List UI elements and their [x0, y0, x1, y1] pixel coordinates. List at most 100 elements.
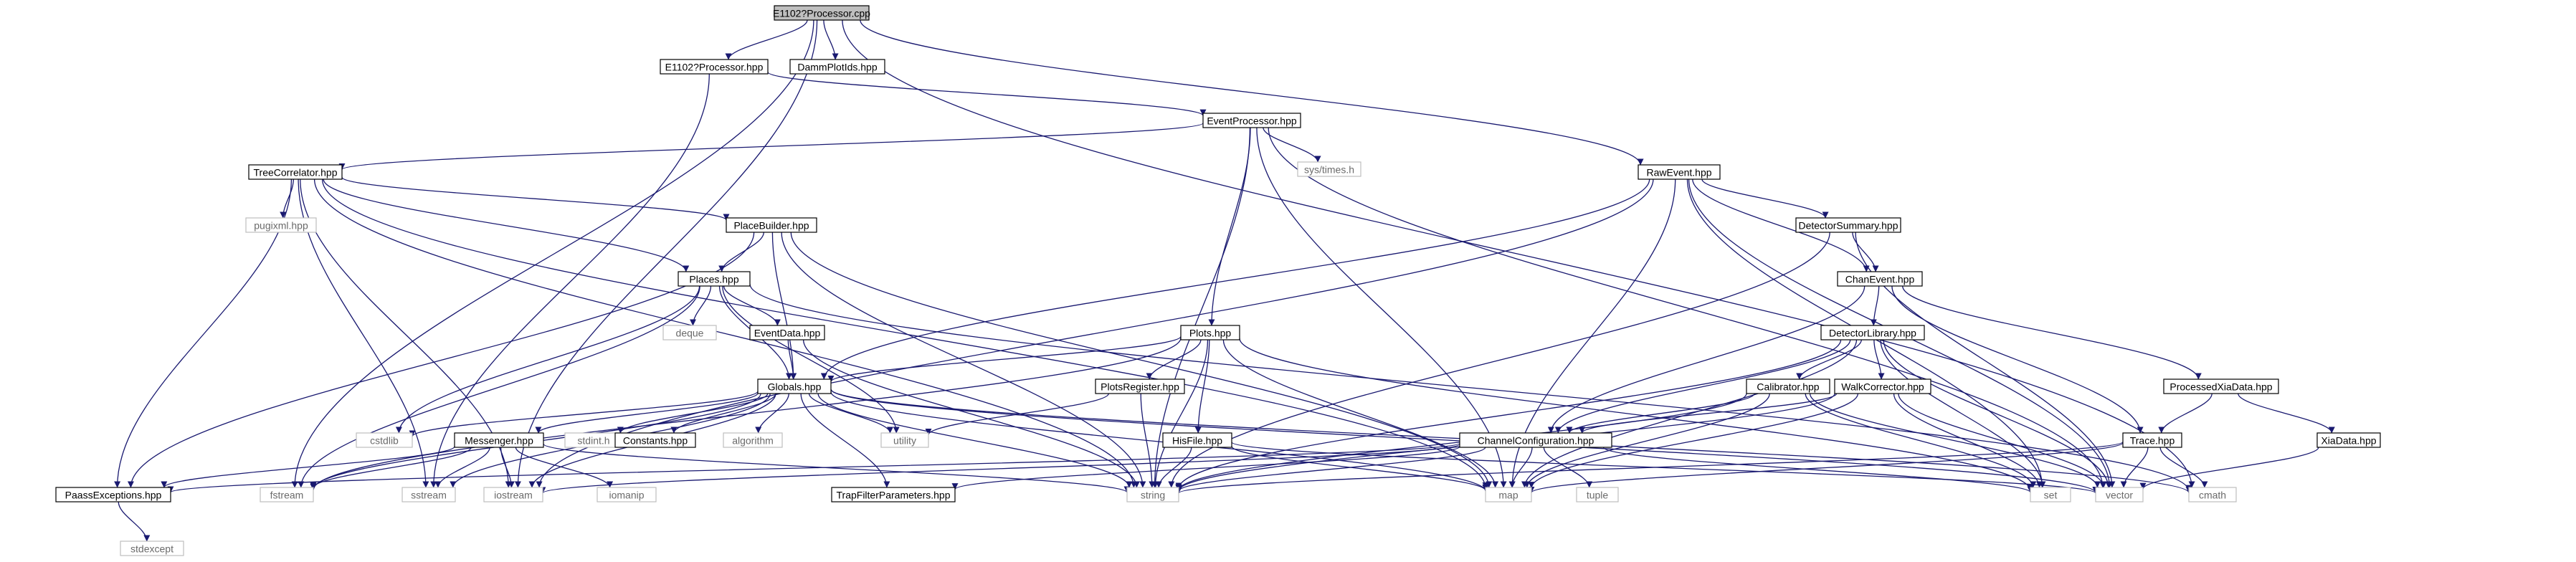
node-iostream: iostream — [483, 487, 543, 503]
edge-detsummary-to-string — [1168, 232, 1830, 488]
edge-placebuilder-to-string — [781, 232, 1146, 488]
node-damm[interactable]: DammPlotIds.hpp — [789, 59, 885, 75]
node-detlibrary[interactable]: DetectorLibrary.hpp — [1820, 325, 1925, 340]
node-eventdata[interactable]: EventData.hpp — [749, 325, 825, 340]
node-hisfile[interactable]: HisFile.hpp — [1162, 432, 1232, 448]
node-plots[interactable]: Plots.hpp — [1180, 325, 1240, 340]
edge-e1102hpp-to-sstream — [430, 73, 710, 488]
node-placebuilder[interactable]: PlaceBuilder.hpp — [726, 217, 817, 233]
node-e1102hpp[interactable]: E1102?Processor.hpp — [660, 59, 769, 75]
edge-calibrator-to-map — [1524, 393, 1770, 488]
node-procxia[interactable]: ProcessedXiaData.hpp — [2163, 378, 2279, 394]
node-systimes: sys/times.h — [1297, 161, 1361, 177]
node-box-tracehpp — [2122, 432, 2182, 448]
node-xiadata[interactable]: XiaData.hpp — [2316, 432, 2381, 448]
edge-walkcorr-to-vector — [1898, 393, 2107, 488]
edge-treecorr-to-map — [321, 178, 1489, 489]
edge-globals-to-string — [817, 393, 1133, 488]
edge-walkcorr-to-set — [1893, 393, 2043, 488]
edge-rawevent-to-globals — [820, 178, 1650, 380]
edge-messenger-to-iomanip — [515, 447, 614, 488]
node-label-iomanip: iomanip — [609, 490, 644, 501]
edge-globals-to-constants — [670, 393, 776, 434]
node-constants[interactable]: Constants.hpp — [614, 432, 696, 448]
edge-calibrator-to-vector — [1809, 393, 2101, 488]
edge-evproc-to-systimes — [1263, 127, 1321, 163]
node-label-constants: Constants.hpp — [623, 435, 688, 447]
node-box-placebuilder — [726, 217, 817, 233]
node-walkcorr[interactable]: WalkCorrector.hpp — [1834, 378, 1931, 394]
node-box-damm — [789, 59, 885, 75]
node-rawevent[interactable]: RawEvent.hpp — [1638, 164, 1721, 180]
node-box-tuple — [1576, 487, 1619, 503]
node-detsummary[interactable]: DetectorSummary.hpp — [1795, 217, 1901, 233]
node-fstream: fstream — [260, 487, 314, 503]
node-box-cstdlib — [356, 432, 413, 448]
node-label-detsummary: DetectorSummary.hpp — [1798, 220, 1898, 232]
node-label-stdinth: stdint.h — [577, 435, 609, 447]
node-box-rawevent — [1638, 164, 1721, 180]
edge-places-to-fstream — [298, 285, 700, 488]
edge-eventdata-to-string — [802, 339, 1140, 488]
node-box-chanevent — [1837, 271, 1923, 287]
node-box-globals — [757, 378, 832, 394]
node-treecorr[interactable]: TreeCorrelator.hpp — [248, 164, 343, 180]
node-box-sstream — [401, 487, 456, 503]
node-chanconfig[interactable]: ChannelConfiguration.hpp — [1459, 432, 1612, 448]
node-label-stdexcept: stdexcept — [130, 543, 174, 555]
node-tracehpp[interactable]: Trace.hpp — [2122, 432, 2182, 448]
node-label-deque: deque — [676, 328, 704, 339]
node-label-chanevent: ChanEvent.hpp — [1845, 274, 1915, 285]
node-plotsreg[interactable]: PlotsRegister.hpp — [1095, 378, 1185, 394]
node-label-utility: utility — [893, 435, 916, 447]
node-label-procxia: ProcessedXiaData.hpp — [2169, 381, 2272, 393]
node-calibrator[interactable]: Calibrator.hpp — [1746, 378, 1830, 394]
node-globals[interactable]: Globals.hpp — [757, 378, 832, 394]
node-map: map — [1485, 487, 1532, 503]
edge-walkcorr-to-chanconfig — [1579, 393, 1838, 434]
edge-plots-to-plotsreg — [1146, 339, 1202, 380]
edge-treecorr-to-places — [323, 178, 690, 272]
node-box-paassexc — [55, 487, 171, 503]
edge-procxia-to-tracehpp — [2158, 393, 2213, 434]
node-cstdlib: cstdlib — [356, 432, 413, 448]
node-box-deque — [662, 325, 717, 340]
node-box-string — [1126, 487, 1179, 503]
node-chanevent[interactable]: ChanEvent.hpp — [1837, 271, 1923, 287]
node-evproc[interactable]: EventProcessor.hpp — [1202, 113, 1301, 128]
node-label-evproc: EventProcessor.hpp — [1207, 115, 1297, 127]
node-places[interactable]: Places.hpp — [678, 271, 751, 287]
node-box-walkcorr — [1834, 378, 1931, 394]
node-box-detsummary — [1795, 217, 1901, 233]
node-vector: vector — [2095, 487, 2144, 503]
edge-hisfile-to-map — [1231, 445, 1489, 491]
node-box-procxia — [2163, 378, 2279, 394]
node-messenger[interactable]: Messenger.hpp — [454, 432, 544, 448]
edge-globals-to-trapfilter — [800, 393, 890, 488]
node-paassexc[interactable]: PaassExceptions.hpp — [55, 487, 171, 503]
edge-chanevent-to-detlibrary — [1870, 285, 1880, 326]
node-box-messenger — [454, 432, 544, 448]
edge-evproc-to-string — [1151, 127, 1251, 488]
edge-plots-to-hisfile — [1194, 339, 1210, 434]
edge-chanconfig-to-string — [1175, 447, 1486, 492]
node-box-e1102cpp — [774, 5, 870, 21]
node-trapfilter[interactable]: TrapFilterParameters.hpp — [831, 487, 956, 503]
node-e1102cpp[interactable]: E1102?Processor.cpp — [773, 5, 870, 21]
node-label-systimes: sys/times.h — [1304, 164, 1354, 176]
node-box-algorithm — [723, 432, 783, 448]
node-label-places: Places.hpp — [689, 274, 738, 285]
edge-chanconfig-to-map — [1508, 447, 1533, 488]
node-box-detlibrary — [1820, 325, 1925, 340]
node-label-chanconfig: ChannelConfiguration.hpp — [1478, 435, 1594, 447]
node-label-map: map — [1498, 490, 1518, 501]
edge-plots-to-string — [1152, 339, 1209, 488]
edge-places-to-eventdata — [723, 285, 781, 326]
edge-globals-to-map — [830, 391, 1489, 492]
edge-e1102cpp-to-rawevent — [860, 19, 1644, 166]
edge-tracehpp-to-cmath — [2159, 447, 2208, 488]
node-box-places — [678, 271, 751, 287]
node-box-systimes — [1297, 161, 1361, 177]
node-box-calibrator — [1746, 378, 1830, 394]
